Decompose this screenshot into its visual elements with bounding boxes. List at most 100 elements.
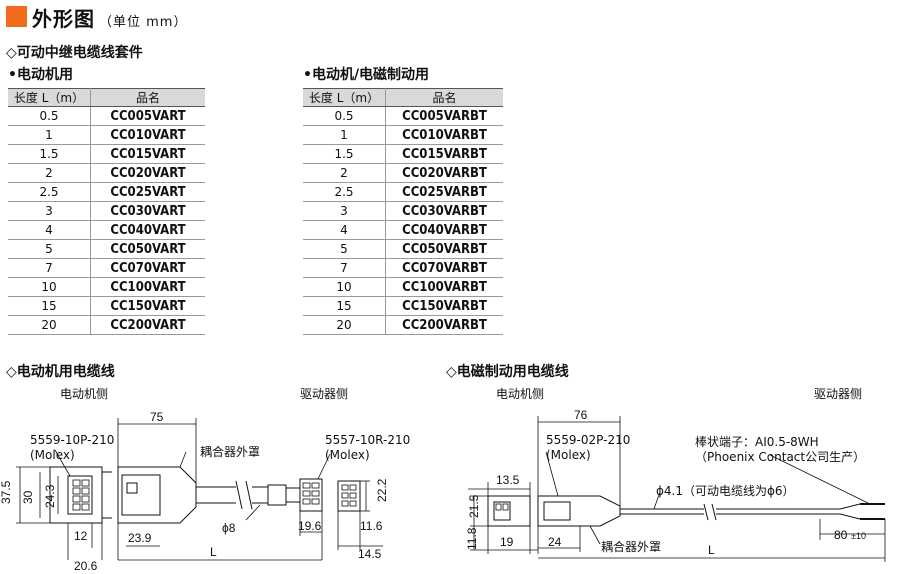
- length-cell: 4: [8, 220, 91, 240]
- right-terminal-maker: （Phoenix Contact公司生产）: [695, 450, 866, 464]
- title-unit: （单位 mm）: [99, 15, 188, 30]
- length-cell: 2: [8, 163, 91, 183]
- product-cell: CC015VARBT: [385, 144, 503, 164]
- product-cell: CC030VART: [90, 201, 205, 221]
- right-side-motor-label: 电动机侧: [496, 387, 545, 401]
- table-left-caption: •电动机用: [8, 67, 73, 83]
- product-cell: CC100VARBT: [385, 277, 503, 297]
- dim-phi8: ϕ8: [222, 521, 236, 535]
- length-cell: 1.5: [303, 144, 386, 164]
- length-cell: 20: [303, 315, 386, 335]
- length-cell: 3: [303, 201, 386, 221]
- dim-12: 12: [74, 529, 88, 543]
- dim-L: L: [210, 545, 217, 559]
- product-cell: CC070VARBT: [385, 258, 503, 278]
- product-cell: CC020VARBT: [385, 163, 503, 183]
- title-marker: [6, 6, 27, 27]
- length-cell: 2: [303, 163, 386, 183]
- dim-14-5: 14.5: [358, 547, 382, 561]
- dim-11-8: 11.8: [465, 527, 479, 550]
- product-cell: CC040VARBT: [385, 220, 503, 240]
- column-header-product: 品名: [385, 88, 503, 107]
- dim-L: L: [708, 543, 715, 557]
- right-conn1-maker: (Molex): [546, 448, 591, 462]
- left-side-motor-label: 电动机侧: [60, 387, 109, 401]
- product-cell: CC200VART: [90, 315, 205, 335]
- product-cell: CC100VART: [90, 277, 205, 297]
- left-conn1-maker: (Molex): [30, 448, 75, 462]
- length-cell: 10: [303, 277, 386, 297]
- column-header-length: 长度 L（m）: [303, 88, 386, 107]
- dim-13-5: 13.5: [496, 473, 520, 487]
- dim-20-6: 20.6: [74, 559, 98, 573]
- length-cell: 4: [303, 220, 386, 240]
- drawing-left: 75 37.5 30 24.3 12 20.6 23.9 ϕ8 L 19.6 1…: [0, 410, 389, 573]
- product-cell: CC030VARBT: [385, 201, 503, 221]
- drawing-right: 76 13.5 21.5 11.8 19 24 L 80 ±10: [465, 408, 886, 562]
- product-cell: CC020VART: [90, 163, 205, 183]
- right-coupler-cover: 耦合器外罩: [601, 540, 662, 554]
- dim-75: 75: [150, 410, 164, 424]
- length-cell: 20: [8, 315, 91, 335]
- column-header-product: 品名: [90, 88, 205, 107]
- length-cell: 7: [303, 258, 386, 278]
- length-cell: 0.5: [303, 106, 386, 126]
- length-cell: 5: [8, 239, 91, 259]
- length-cell: 3: [8, 201, 91, 221]
- right-terminal-label: 棒状端子：AI0.5-8WH: [695, 435, 819, 449]
- dim-21-5: 21.5: [467, 494, 481, 518]
- dim-11-6: 11.6: [360, 519, 383, 533]
- drawing-right-heading: ◇电磁制动用电缆线: [446, 364, 569, 380]
- length-cell: 15: [8, 296, 91, 316]
- dim-24-3: 24.3: [43, 484, 57, 508]
- dim-37-5: 37.5: [0, 480, 13, 504]
- product-cell: CC025VART: [90, 182, 205, 202]
- length-cell: 1: [303, 125, 386, 145]
- length-cell: 1.5: [8, 144, 91, 164]
- table-right-caption: •电动机/电磁制动用: [303, 67, 430, 83]
- length-cell: 5: [303, 239, 386, 259]
- length-cell: 0.5: [8, 106, 91, 126]
- dim-23-9: 23.9: [128, 531, 152, 545]
- product-cell: CC070VART: [90, 258, 205, 278]
- length-cell: 2.5: [8, 182, 91, 202]
- motor-connector: [49, 466, 103, 524]
- section-kit-heading: ◇可动中继电缆线套件: [6, 45, 143, 61]
- dim-30: 30: [21, 490, 35, 504]
- page-title: 外形图（单位 mm）: [32, 7, 188, 31]
- drawing-left-heading: ◇电动机用电缆线: [6, 364, 115, 380]
- product-cell: CC015VART: [90, 144, 205, 164]
- length-cell: 10: [8, 277, 91, 297]
- product-cell: CC040VART: [90, 220, 205, 240]
- dim-19: 19: [500, 535, 514, 549]
- right-conn1-part: 5559-02P-210: [546, 433, 631, 447]
- right-side-driver-label: 驱动器侧: [814, 387, 863, 401]
- dim-76: 76: [574, 408, 588, 422]
- product-cell: CC005VART: [90, 106, 205, 126]
- driver-connector: [299, 478, 323, 512]
- left-conn1-part: 5559-10P-210: [30, 433, 115, 447]
- length-cell: 15: [303, 296, 386, 316]
- brake-connector: [487, 495, 531, 527]
- product-cell: CC050VART: [90, 239, 205, 259]
- product-cell: CC050VARBT: [385, 239, 503, 259]
